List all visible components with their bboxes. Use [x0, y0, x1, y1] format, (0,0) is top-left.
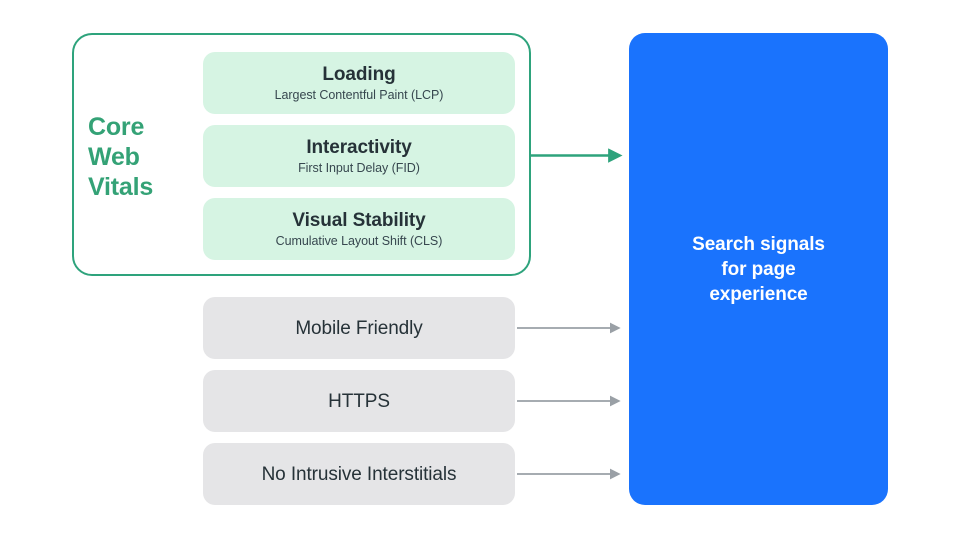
signal-label-mobile-friendly: Mobile Friendly [295, 317, 423, 339]
metric-title-visual-stability: Visual Stability [292, 209, 426, 231]
outcome-panel-label: Search signals for page experience [692, 233, 825, 305]
metric-title-loading: Loading [322, 63, 396, 85]
outcome-panel[interactable]: Search signals for page experience [629, 33, 888, 505]
metric-subtitle-visual-stability: Cumulative Layout Shift (CLS) [275, 233, 443, 248]
metric-card-interactivity[interactable]: Interactivity First Input Delay (FID) [203, 125, 515, 187]
signal-mobile-friendly[interactable]: Mobile Friendly [203, 297, 515, 359]
signal-label-no-intrusive-interstitials: No Intrusive Interstitials [261, 463, 457, 485]
metric-card-visual-stability[interactable]: Visual Stability Cumulative Layout Shift… [203, 198, 515, 260]
signal-https[interactable]: HTTPS [203, 370, 515, 432]
metric-title-interactivity: Interactivity [306, 136, 412, 158]
metric-subtitle-interactivity: First Input Delay (FID) [298, 160, 420, 175]
core-web-vitals-group-title: Core Web Vitals [88, 113, 154, 201]
signal-no-intrusive-interstitials[interactable]: No Intrusive Interstitials [203, 443, 515, 505]
signal-label-https: HTTPS [328, 390, 390, 412]
metric-card-loading[interactable]: Loading Largest Contentful Paint (LCP) [203, 52, 515, 114]
metric-subtitle-loading: Largest Contentful Paint (LCP) [274, 87, 444, 102]
